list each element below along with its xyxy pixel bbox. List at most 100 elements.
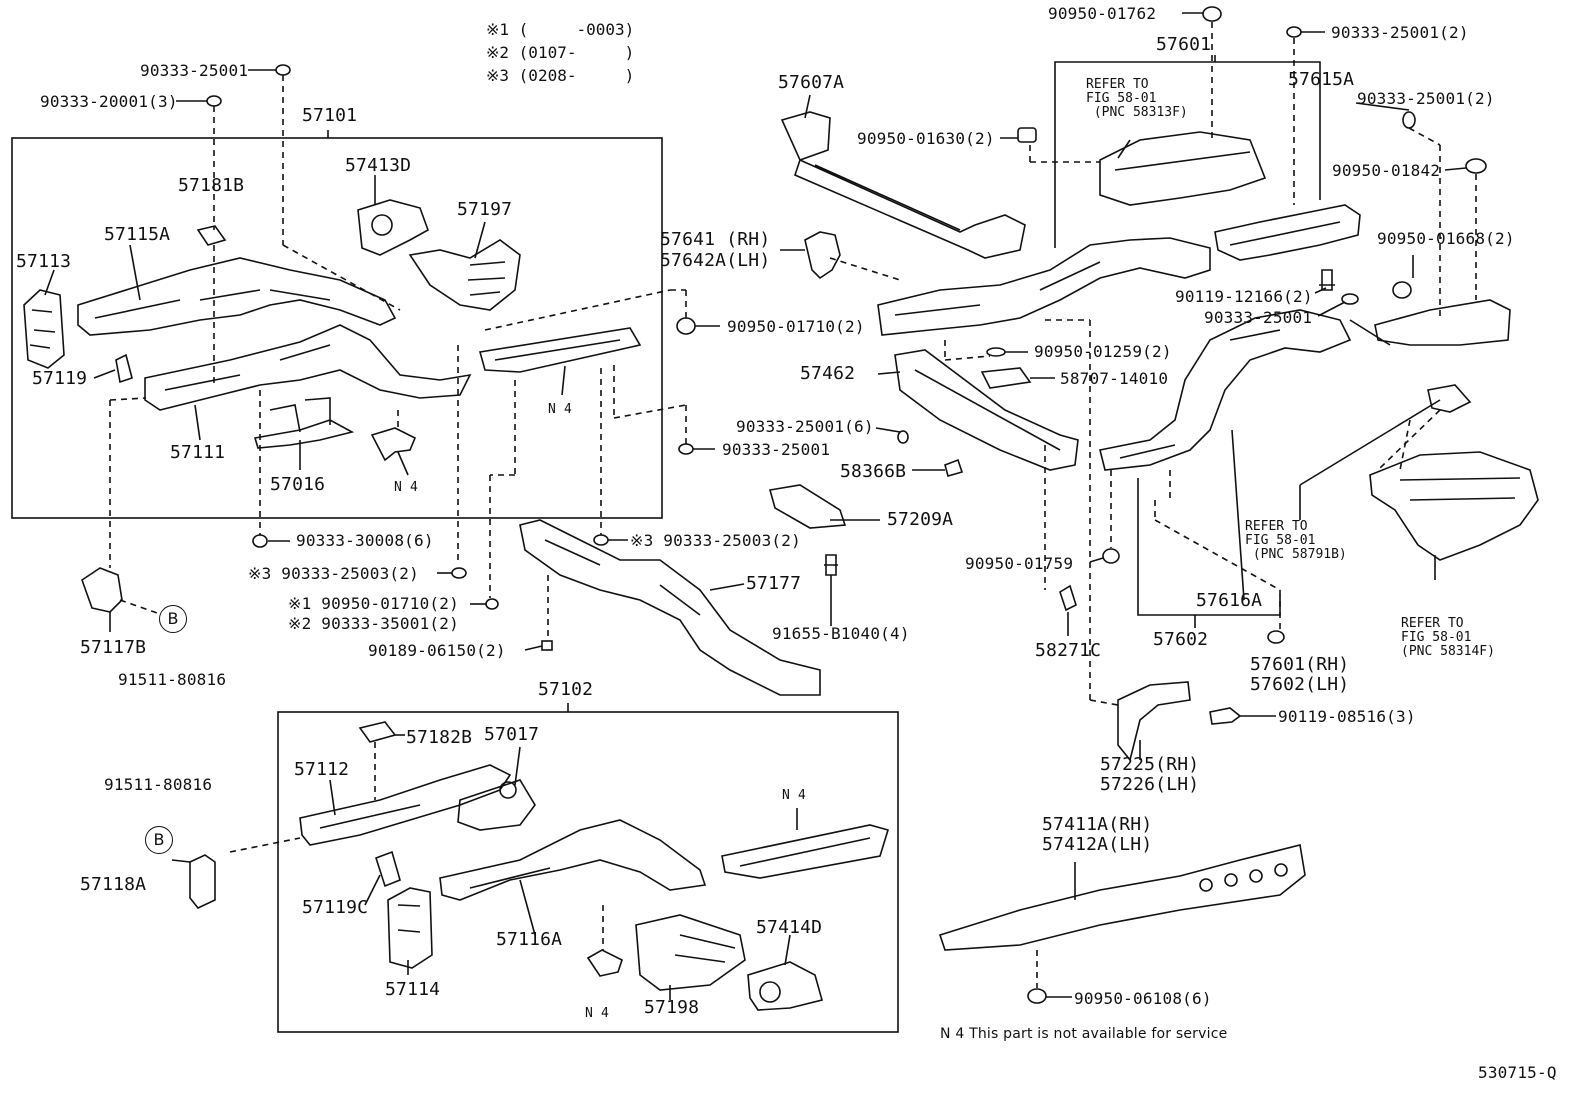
part-58707-shape: [980, 367, 1032, 389]
clip-90333-25001-6: [897, 430, 909, 444]
clip-90950-01630: [1017, 127, 1037, 143]
part-n4-small-lower-shape: [586, 949, 623, 977]
clip-90950-01842: [1465, 158, 1487, 174]
part-57197-shape: [408, 239, 521, 311]
label-90950-01710-x1: ※1 90950-01710(2): [288, 594, 459, 613]
label-90950-06108: 90950-06108(6): [1074, 989, 1212, 1008]
part-right-small-bracket-shape: [1427, 384, 1472, 413]
label-90333-35001-x2: ※2 90333-35001(2): [288, 614, 459, 633]
group-box-57102: [277, 711, 899, 1033]
label-90119-08516: 90119-08516(3): [1278, 707, 1416, 726]
label-57101: 57101: [302, 105, 358, 126]
label-57016: 57016: [270, 474, 326, 495]
label-58366B: 58366B: [840, 461, 907, 482]
label-90950-01762: 90950-01762: [1048, 4, 1157, 23]
label-57209A: 57209A: [887, 509, 954, 530]
ref3-line1: REFER TO: [1401, 616, 1464, 631]
label-90189-06150: 90189-06150(2): [368, 641, 506, 660]
label-57111: 57111: [170, 442, 226, 463]
label-90333-25001-r3: 90333-25001: [1204, 308, 1313, 327]
part-57119-shape: [115, 353, 133, 384]
part-n4-small-shape: [370, 427, 417, 462]
ref3-line2: FIG 58-01: [1401, 630, 1472, 645]
part-57113-shape: [23, 289, 65, 369]
part-57112-shape: [299, 764, 512, 846]
part-57411A-shape: [938, 844, 1306, 951]
label-57602-lh: 57602(LH): [1250, 674, 1350, 695]
label-57017: 57017: [484, 724, 540, 745]
clip-90950-06108: [1027, 988, 1047, 1004]
label-n4-upper-rail: N 4: [548, 402, 573, 417]
label-57607A: 57607A: [778, 72, 845, 93]
label-57182B: 57182B: [406, 727, 473, 748]
label-57177: 57177: [746, 573, 802, 594]
footnote-n4: N 4 This part is not available for servi…: [940, 1026, 1228, 1042]
group-box-57101: [11, 137, 663, 519]
label-91511-80816-upper: 91511-80816: [118, 670, 227, 689]
clip-90333-30008: [252, 534, 268, 548]
bracket-57601: [1054, 61, 1321, 248]
label-57642A: 57642A(LH): [660, 250, 771, 271]
ref1-line1: REFER TO: [1086, 77, 1149, 92]
clip-57601-rh: [1267, 630, 1285, 644]
clip-90333-25003-b: [593, 534, 609, 546]
label-90119-12166: 90119-12166(2): [1175, 287, 1313, 306]
label-90950-01842: 90950-01842: [1332, 161, 1441, 180]
part-57641-shape: [804, 231, 841, 280]
leader-lines: [44, 12, 1467, 1000]
part-57017-shape: [457, 779, 536, 831]
part-57615A-shape: [1214, 204, 1361, 261]
part-57118A-shape: [189, 854, 216, 909]
circle-b-marker-lower: B: [145, 826, 173, 854]
part-57116A-shape: [439, 819, 707, 901]
part-57601-main-shape: [877, 237, 1211, 336]
ref1-line3: (PNC 58313F): [1093, 105, 1188, 120]
label-57181B: 57181B: [178, 175, 245, 196]
part-n4-rail-shape: [478, 327, 642, 373]
part-right-bracket-shape: [1374, 299, 1511, 346]
part-57225-shape: [1117, 681, 1191, 762]
label-90333-25003-x3b: ※3 90333-25003(2): [630, 531, 801, 550]
label-90333-25001-r2: 90333-25001(2): [1357, 89, 1495, 108]
clip-90950-01762: [1202, 6, 1222, 22]
diagram-id: 530715-Q: [1478, 1063, 1557, 1082]
bolt-91655-shape: [824, 554, 838, 576]
label-90333-25003-x3a: ※3 90333-25003(2): [248, 564, 419, 583]
label-90333-20001: 90333-20001(3): [40, 92, 178, 111]
part-57117B-shape: [81, 567, 123, 613]
label-57462: 57462: [800, 363, 856, 384]
part-n4-rail-lower-shape: [721, 824, 890, 879]
part-57602-main-shape: [1099, 309, 1352, 471]
part-57414D-shape: [747, 961, 823, 1011]
label-90333-25001-top: 90333-25001: [140, 61, 249, 80]
label-57116A: 57116A: [496, 929, 563, 950]
label-n4-upper-left: N 4: [394, 480, 419, 495]
label-57113: 57113: [16, 251, 72, 272]
label-57602: 57602: [1153, 629, 1209, 650]
label-90950-01710: 90950-01710(2): [727, 317, 865, 336]
legend-row-3: ※3 (0208- ): [486, 66, 635, 85]
label-91511-80816-lower: 91511-80816: [104, 775, 213, 794]
clip-90333-20001: [206, 95, 222, 107]
legend-row-2: ※2 (0107- ): [486, 43, 635, 62]
bolt-90119-12166: [1319, 269, 1335, 291]
part-right-panel-shape: [1369, 451, 1539, 561]
clip-90333-25003-a: [451, 567, 467, 579]
ref2-line2: FIG 58-01: [1245, 533, 1316, 548]
label-57411A: 57411A(RH): [1042, 814, 1153, 835]
clip-90950-01759: [1102, 548, 1120, 564]
label-57102: 57102: [538, 679, 594, 700]
label-57413D: 57413D: [345, 155, 412, 176]
label-90950-01259: 90950-01259(2): [1034, 342, 1172, 361]
part-57016-shape: [253, 397, 355, 449]
clip-90950-01710-x1: [485, 598, 499, 610]
part-58366B-shape: [944, 458, 964, 477]
clip-90333-25001-mid: [678, 443, 694, 455]
label-57118A: 57118A: [80, 874, 147, 895]
label-n4-lower-rail: N 4: [782, 788, 807, 803]
label-90950-01759: 90950-01759: [965, 554, 1074, 573]
